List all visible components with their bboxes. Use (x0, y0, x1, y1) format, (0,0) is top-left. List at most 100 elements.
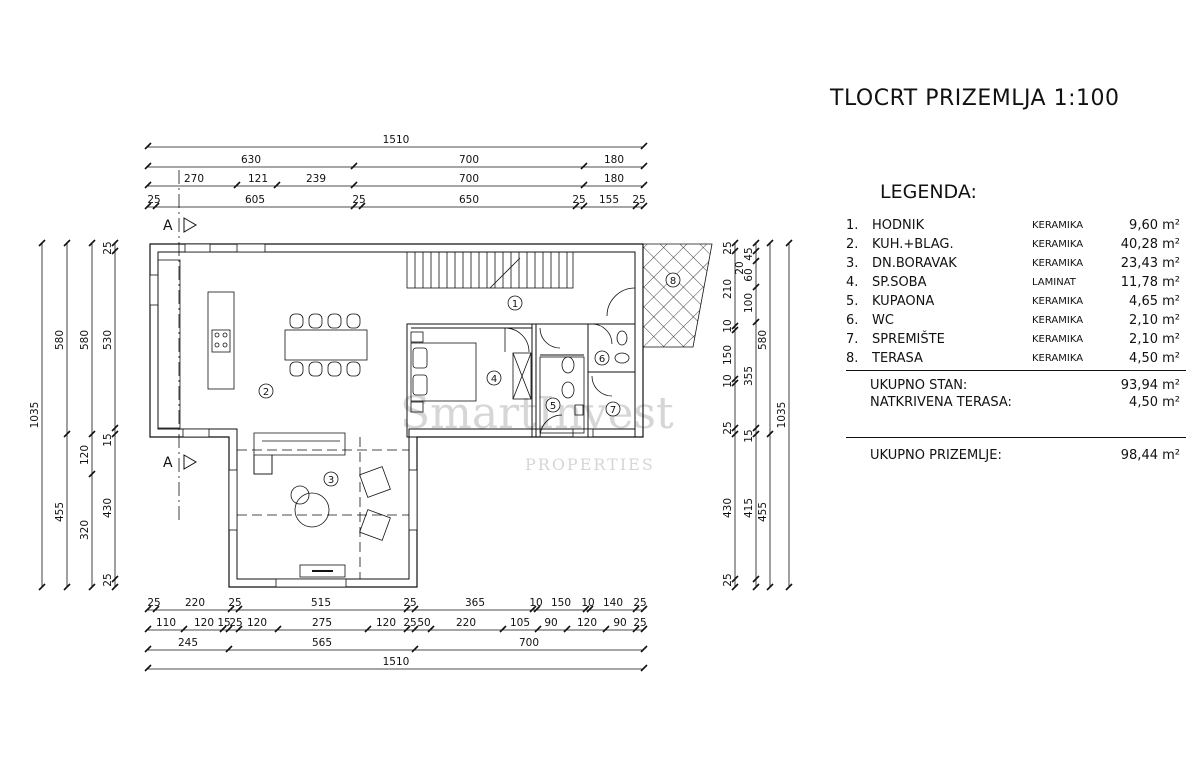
dim-top-r3-2: 25 (352, 194, 365, 206)
floor-plan-drawing: SmartInvest PROPERTIES 1510 630 700 180 … (29, 134, 793, 672)
legend-room-name: KUH.+BLAG. (872, 237, 954, 252)
dim-left-mid-0: 580 (54, 330, 66, 350)
dim-right-5: 100 (743, 293, 755, 313)
legend-material: KERAMIKA (1032, 315, 1084, 326)
dim-bot-r2-4: 120 (247, 617, 267, 629)
grand-total-value: 98,44 m² (1120, 448, 1180, 463)
dim-right-mid-0: 580 (757, 330, 769, 350)
legend-divider (846, 370, 1186, 371)
dim-bot-r1-10: 25 (633, 597, 646, 609)
living-furniture (237, 432, 409, 579)
legend-total-row: NATKRIVENA TERASA: 4,50 m² (870, 395, 1186, 413)
dim-right-12: 430 (722, 498, 734, 518)
room-no-6: 6 (599, 354, 605, 365)
watermark-subtitle: PROPERTIES (525, 455, 655, 474)
dim-bot-r1-1: 220 (185, 597, 205, 609)
dim-bot-r1-7: 150 (551, 597, 571, 609)
doors (504, 287, 636, 438)
dim-left-innermost-1: 530 (102, 330, 114, 350)
dim-top-r3-6: 25 (632, 194, 645, 206)
dim-bot-r1-9: 140 (603, 597, 623, 609)
terrace-8: 8 (642, 243, 713, 348)
dim-bot-r1-2: 25 (228, 597, 241, 609)
dim-bot-r1-0: 25 (147, 597, 160, 609)
dim-right-13: 415 (743, 498, 755, 518)
room-no-3: 3 (328, 475, 334, 486)
legend-num: 8. (846, 351, 859, 366)
legend-num: 2. (846, 237, 859, 252)
legend-material: KERAMIKA (1032, 220, 1084, 231)
legend-material: KERAMIKA (1032, 258, 1084, 269)
legend-material: KERAMIKA (1032, 296, 1084, 307)
legend-row: 6. WC KERAMIKA 2,10 m² (846, 313, 1186, 332)
dim-left-innermost-2: 15 (102, 433, 114, 446)
dim-top-r3-0: 25 (147, 194, 160, 206)
legend-total-row: UKUPNO STAN: 93,94 m² (870, 378, 1186, 396)
dim-right-4: 20 (734, 261, 746, 274)
legend-room-name: KUPAONA (872, 294, 935, 309)
kitchen-furniture (157, 259, 368, 429)
dim-top-r2-0: 270 (184, 173, 204, 185)
dim-top-total: 1510 (383, 134, 410, 146)
legend-area: 23,43 m² (1120, 256, 1180, 271)
dim-top-r3-1: 605 (245, 194, 265, 206)
legend-row: 8. TERASA KERAMIKA 4,50 m² (846, 351, 1186, 370)
dim-bot-r2-6: 120 (376, 617, 396, 629)
section-mark-top: A (163, 218, 173, 234)
dim-bot-r2-2: 15 (217, 617, 230, 629)
dim-bot-r2-5: 275 (312, 617, 332, 629)
dim-bot-r2-11: 90 (544, 617, 557, 629)
left-dimension-labels: 1035 580 455 580 120 320 25 530 15 430 2… (29, 241, 114, 586)
room-no-8: 8 (670, 276, 676, 287)
legend-row: 1. HODNIK KERAMIKA 9,60 m² (846, 218, 1186, 237)
dim-left-innermost-3: 430 (102, 498, 114, 518)
interior-walls (406, 323, 636, 438)
dim-top-r2-2: 239 (306, 173, 326, 185)
dim-right-2: 210 (722, 279, 734, 299)
legend-room-name: SP.SOBA (872, 275, 927, 290)
section-line-a: A A (163, 170, 197, 520)
legend-num: 4. (846, 275, 859, 290)
dim-left-innermost-4: 25 (102, 573, 114, 586)
dim-top-r2-4: 180 (604, 173, 624, 185)
dim-bot-r3-0: 245 (178, 637, 198, 649)
dim-right-8: 10 (722, 374, 734, 387)
dim-bot-total: 1510 (383, 656, 410, 668)
legend-heading: LEGENDA: (880, 181, 977, 203)
total-value: 4,50 m² (1129, 395, 1180, 410)
legend-num: 1. (846, 218, 859, 233)
legend-grand-total-row: UKUPNO PRIZEMLJE: 98,44 m² (870, 448, 1186, 466)
legend-room-name: TERASA (872, 351, 923, 366)
dim-top-r2-3: 700 (459, 173, 479, 185)
dim-top-r1-0: 630 (241, 154, 261, 166)
total-value: 93,94 m² (1120, 378, 1180, 393)
legend-area: 4,50 m² (1129, 351, 1180, 366)
legend-row: 7. SPREMIŠTE KERAMIKA 2,10 m² (846, 332, 1186, 351)
dim-right-9: 355 (743, 366, 755, 386)
legend-area: 4,65 m² (1129, 294, 1180, 309)
watermark: SmartInvest PROPERTIES (400, 388, 674, 474)
dim-left-inner-1: 120 (79, 445, 91, 465)
legend-num: 6. (846, 313, 859, 328)
top-dimensions (144, 142, 648, 210)
legend-area: 9,60 m² (1129, 218, 1180, 233)
windows (149, 243, 594, 588)
legend-divider (846, 437, 1186, 438)
total-label: NATKRIVENA TERASA: (870, 395, 1012, 410)
dim-left-outer: 1035 (29, 402, 41, 429)
legend-num: 7. (846, 332, 859, 347)
dim-bot-r1-8: 10 (581, 597, 594, 609)
dim-left-mid-1: 455 (54, 502, 66, 522)
legend-material: KERAMIKA (1032, 353, 1084, 364)
dim-right-1: 45 (743, 247, 755, 260)
legend-area: 11,78 m² (1120, 275, 1180, 290)
legend-room-name: DN.BORAVAK (872, 256, 957, 271)
legend-num: 5. (846, 294, 859, 309)
dim-bot-r2-12: 120 (577, 617, 597, 629)
dim-bot-r2-8: 50 (417, 617, 430, 629)
legend-material: LAMINAT (1032, 277, 1076, 288)
dim-right-6: 10 (722, 319, 734, 332)
bathroom-fixtures (539, 330, 630, 434)
legend-row: 4. SP.SOBA LAMINAT 11,78 m² (846, 275, 1186, 294)
dim-top-r1-1: 700 (459, 154, 479, 166)
